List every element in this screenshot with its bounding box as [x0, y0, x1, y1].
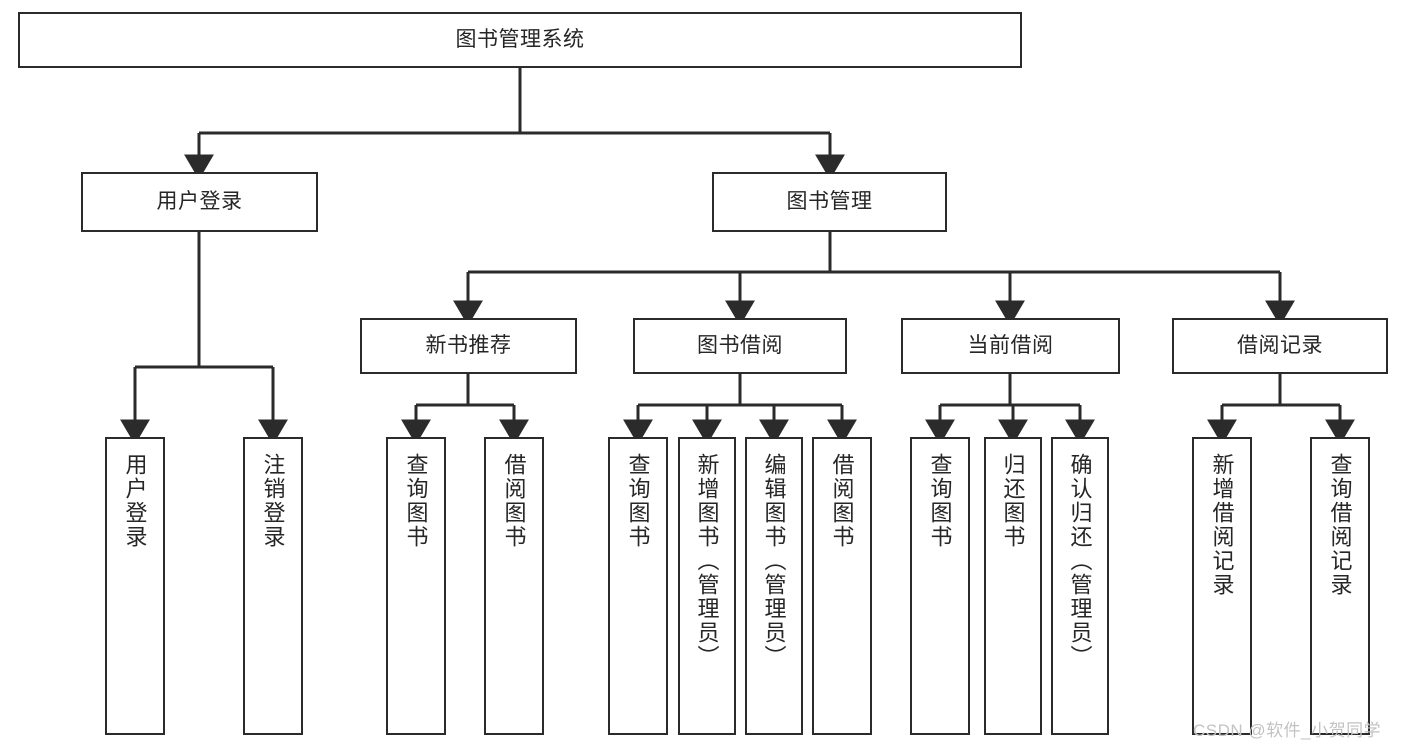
node-leaf-borrow-book-label: 借阅图书: [829, 453, 855, 549]
node-current-borrow-label: 当前借阅: [967, 334, 1054, 358]
node-leaf-return-book-label: 归还图书: [1000, 453, 1026, 549]
node-new-book-rec[interactable]: 新书推荐: [360, 318, 577, 374]
node-leaf-borrow-book[interactable]: 借阅图书: [812, 437, 872, 735]
node-book-manage[interactable]: 图书管理: [712, 172, 947, 232]
node-leaf-add-book-label: 新增图书（管理员）: [694, 453, 720, 669]
watermark: CSDN @软件_小贺同学: [1193, 721, 1382, 740]
node-leaf-add-record[interactable]: 新增借阅记录: [1192, 437, 1252, 735]
node-borrow-record[interactable]: 借阅记录: [1172, 318, 1388, 374]
node-book-borrow[interactable]: 图书借阅: [633, 318, 847, 374]
node-leaf-edit-book-label: 编辑图书（管理员）: [761, 453, 787, 669]
node-leaf-user-login[interactable]: 用户登录: [105, 437, 165, 735]
node-book-manage-label: 图书管理: [786, 190, 873, 214]
node-borrow-record-label: 借阅记录: [1237, 334, 1323, 358]
node-new-book-rec-label: 新书推荐: [425, 334, 512, 358]
node-leaf-logout[interactable]: 注销登录: [243, 437, 303, 735]
node-user-login[interactable]: 用户登录: [81, 172, 318, 232]
node-leaf-user-login-label: 用户登录: [122, 453, 148, 549]
node-current-borrow[interactable]: 当前借阅: [901, 318, 1120, 374]
node-leaf-query-record-label: 查询借阅记录: [1327, 453, 1353, 597]
node-leaf-query-book-bor-label: 查询图书: [625, 453, 651, 549]
node-leaf-logout-label: 注销登录: [260, 453, 286, 549]
node-leaf-query-book-rec[interactable]: 查询图书: [386, 437, 446, 735]
node-leaf-confirm-return[interactable]: 确认归还（管理员）: [1051, 437, 1109, 735]
node-leaf-query-book-rec-label: 查询图书: [403, 453, 429, 549]
node-leaf-add-book[interactable]: 新增图书（管理员）: [678, 437, 736, 735]
node-root[interactable]: 图书管理系统: [18, 12, 1022, 68]
node-root-label: 图书管理系统: [455, 28, 585, 52]
node-user-login-label: 用户登录: [156, 190, 243, 214]
node-leaf-borrow-book-rec-label: 借阅图书: [501, 453, 527, 549]
node-leaf-query-book-bor[interactable]: 查询图书: [608, 437, 668, 735]
node-leaf-query-record[interactable]: 查询借阅记录: [1310, 437, 1370, 735]
node-leaf-edit-book[interactable]: 编辑图书（管理员）: [745, 437, 803, 735]
node-leaf-return-book[interactable]: 归还图书: [984, 437, 1042, 735]
node-leaf-add-record-label: 新增借阅记录: [1209, 453, 1235, 597]
node-leaf-query-book-cur-label: 查询图书: [927, 453, 953, 549]
node-leaf-query-book-cur[interactable]: 查询图书: [910, 437, 970, 735]
node-leaf-confirm-return-label: 确认归还（管理员）: [1067, 453, 1093, 669]
node-book-borrow-label: 图书借阅: [697, 334, 783, 358]
node-leaf-borrow-book-rec[interactable]: 借阅图书: [484, 437, 544, 735]
